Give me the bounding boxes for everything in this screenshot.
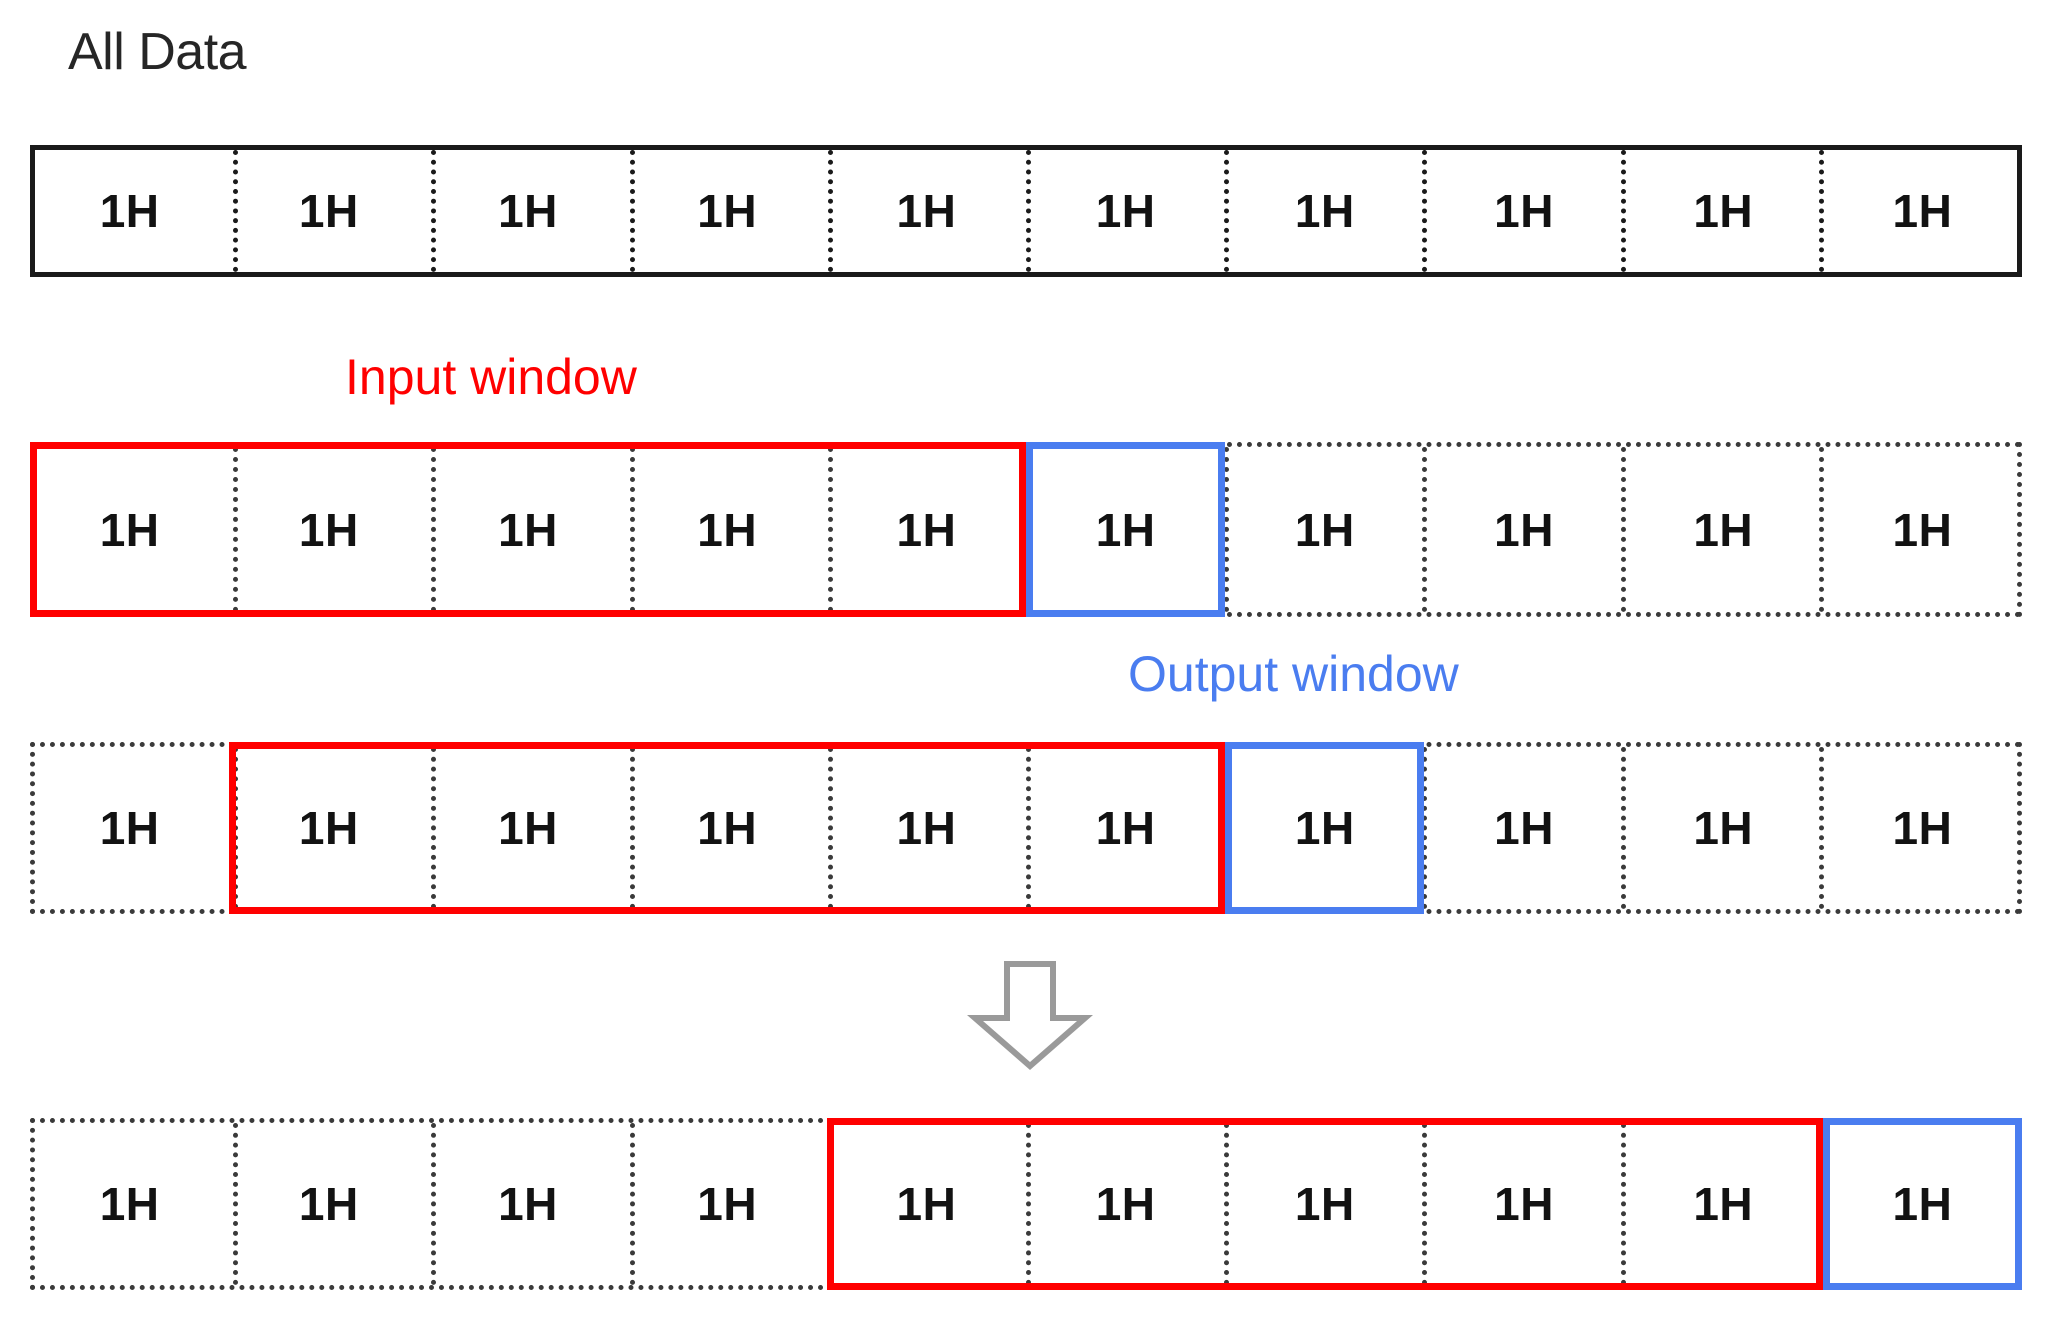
- cell-label: 1H: [1892, 503, 1953, 556]
- data-cell: 1H: [827, 442, 1026, 617]
- data-cell: 1H: [428, 742, 627, 914]
- data-cell: 1H: [229, 145, 428, 277]
- cell-label: 1H: [1095, 1178, 1156, 1230]
- cell-label: 1H: [298, 503, 359, 556]
- cell-label: 1H: [896, 802, 957, 854]
- cell-label: 1H: [1294, 185, 1355, 237]
- data-cell: 1H: [827, 1118, 1026, 1290]
- window-position-1-row: 1H 1H 1H 1H 1H 1H 1H 1H 1H 1H: [30, 442, 2022, 617]
- arrow-down-icon: [965, 960, 1095, 1070]
- data-cell: 1H: [1225, 145, 1424, 277]
- cell-label: 1H: [1693, 503, 1754, 556]
- cell-label: 1H: [1892, 1178, 1953, 1230]
- cell-label: 1H: [298, 1178, 359, 1230]
- cell-label: 1H: [298, 802, 359, 854]
- data-cell: 1H: [1823, 145, 2022, 277]
- cell-label: 1H: [498, 185, 558, 237]
- data-cell: 1H: [1823, 442, 2022, 617]
- cell-label: 1H: [1294, 503, 1355, 556]
- cell-label: 1H: [1294, 1178, 1355, 1230]
- cell-label: 1H: [697, 1178, 758, 1230]
- cell-label: 1H: [1693, 802, 1754, 854]
- data-cell: 1H: [1424, 1118, 1623, 1290]
- cell-label: 1H: [1494, 802, 1554, 854]
- data-cell: 1H: [1026, 1118, 1225, 1290]
- data-cell: 1H: [428, 442, 627, 617]
- data-cell: 1H: [628, 442, 827, 617]
- data-cell: 1H: [1624, 442, 1823, 617]
- cell-label: 1H: [498, 1178, 558, 1230]
- data-cell: 1H: [30, 1118, 229, 1290]
- cell-label: 1H: [697, 503, 758, 556]
- data-cell: 1H: [827, 742, 1026, 914]
- cell-label: 1H: [498, 802, 558, 854]
- cell-label: 1H: [896, 503, 957, 556]
- cell-label: 1H: [896, 185, 957, 237]
- data-cell: 1H: [1225, 742, 1424, 914]
- data-cell: 1H: [30, 145, 229, 277]
- data-cell: 1H: [1225, 442, 1424, 617]
- data-cell: 1H: [229, 742, 428, 914]
- cell-label: 1H: [1494, 1178, 1554, 1230]
- input-window-caption: Input window: [345, 349, 637, 405]
- data-cell: 1H: [30, 442, 229, 617]
- data-cell: 1H: [628, 1118, 827, 1290]
- data-cell: 1H: [628, 742, 827, 914]
- data-cell: 1H: [1624, 742, 1823, 914]
- data-cell: 1H: [1026, 442, 1225, 617]
- cell-label: 1H: [697, 185, 758, 237]
- cell-label: 1H: [99, 1178, 160, 1230]
- cell-label: 1H: [99, 503, 160, 556]
- data-cell: 1H: [1424, 145, 1623, 277]
- data-cell: 1H: [1624, 145, 1823, 277]
- cell-label: 1H: [1494, 185, 1554, 237]
- data-cell: 1H: [1424, 442, 1623, 617]
- data-cell: 1H: [428, 1118, 627, 1290]
- data-cell: 1H: [1424, 742, 1623, 914]
- data-cell: 1H: [628, 145, 827, 277]
- cell-label: 1H: [1095, 503, 1156, 556]
- cell-label: 1H: [498, 503, 558, 556]
- data-cell: 1H: [30, 742, 229, 914]
- window-position-final-row: 1H 1H 1H 1H 1H 1H 1H 1H 1H 1H: [30, 1118, 2022, 1290]
- cell-label: 1H: [896, 1178, 957, 1230]
- cell-label: 1H: [1693, 185, 1754, 237]
- data-cell: 1H: [1823, 742, 2022, 914]
- cell-label: 1H: [1294, 802, 1355, 854]
- output-window-caption: Output window: [1128, 646, 1459, 702]
- cell-label: 1H: [1892, 802, 1953, 854]
- data-cell: 1H: [1026, 145, 1225, 277]
- page-title: All Data: [68, 23, 247, 81]
- data-cell: 1H: [1624, 1118, 1823, 1290]
- data-cell: 1H: [1225, 1118, 1424, 1290]
- cell-label: 1H: [697, 802, 758, 854]
- cell-label: 1H: [1095, 802, 1156, 854]
- cell-label: 1H: [99, 185, 160, 237]
- cell-label: 1H: [99, 802, 160, 854]
- data-cell: 1H: [229, 442, 428, 617]
- data-cell: 1H: [229, 1118, 428, 1290]
- data-cell: 1H: [827, 145, 1026, 277]
- window-position-2-row: 1H 1H 1H 1H 1H 1H 1H 1H 1H 1H: [30, 742, 2022, 914]
- cell-label: 1H: [298, 185, 359, 237]
- data-cell: 1H: [428, 145, 627, 277]
- cell-label: 1H: [1892, 185, 1953, 237]
- cell-label: 1H: [1095, 185, 1156, 237]
- all-data-row: 1H 1H 1H 1H 1H 1H 1H 1H 1H 1H: [30, 145, 2022, 277]
- data-cell: 1H: [1026, 742, 1225, 914]
- data-cell: 1H: [1823, 1118, 2022, 1290]
- cell-label: 1H: [1494, 503, 1554, 556]
- cell-label: 1H: [1693, 1178, 1754, 1230]
